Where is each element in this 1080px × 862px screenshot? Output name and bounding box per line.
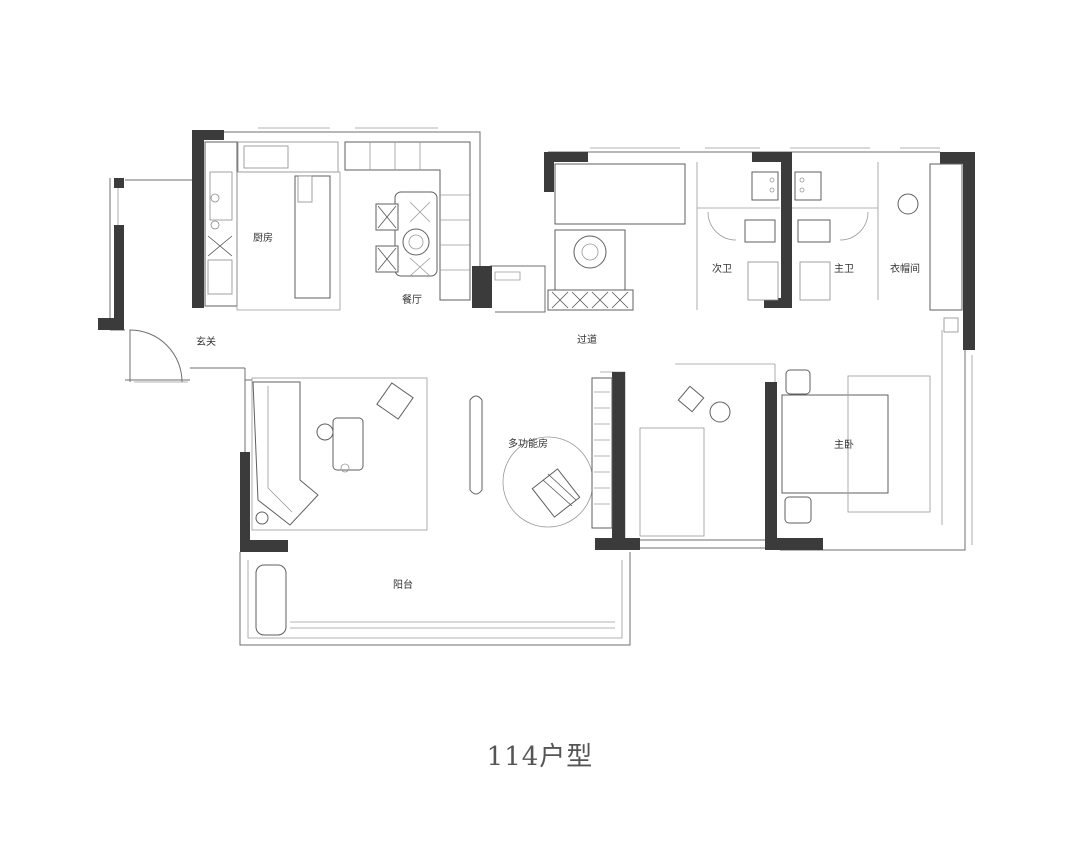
label-balcony: 阳台 <box>393 578 413 591</box>
corridor-furniture <box>494 163 686 311</box>
living-furniture <box>251 377 483 531</box>
label-second-bath: 次卫 <box>712 262 732 275</box>
room-labels: 厨房 餐厅 玄关 过道 次卫 主卫 衣帽间 多功能房 主卧 阳台 <box>196 231 920 591</box>
label-entrance: 玄关 <box>196 335 216 348</box>
multifunction-furniture <box>502 377 613 529</box>
label-master-bath: 主卫 <box>834 263 854 275</box>
label-corridor: 过道 <box>577 333 597 346</box>
label-kitchen: 厨房 <box>253 231 273 244</box>
balcony-furniture <box>255 564 287 636</box>
dining-furniture <box>344 141 471 301</box>
label-dining: 餐厅 <box>402 293 422 306</box>
master-bedroom-furniture <box>781 369 931 524</box>
kitchen-furniture <box>204 141 341 311</box>
walls <box>98 130 975 552</box>
entrance-door <box>129 329 188 383</box>
label-cloakroom: 衣帽间 <box>890 262 920 275</box>
outline-lines <box>109 127 973 646</box>
label-master-bedroom: 主卧 <box>834 438 854 451</box>
floor-plan-caption: 114户型 <box>486 742 594 772</box>
study-furniture <box>639 385 731 537</box>
label-multifunction: 多功能房 <box>508 437 548 450</box>
bath-furniture <box>696 162 963 333</box>
